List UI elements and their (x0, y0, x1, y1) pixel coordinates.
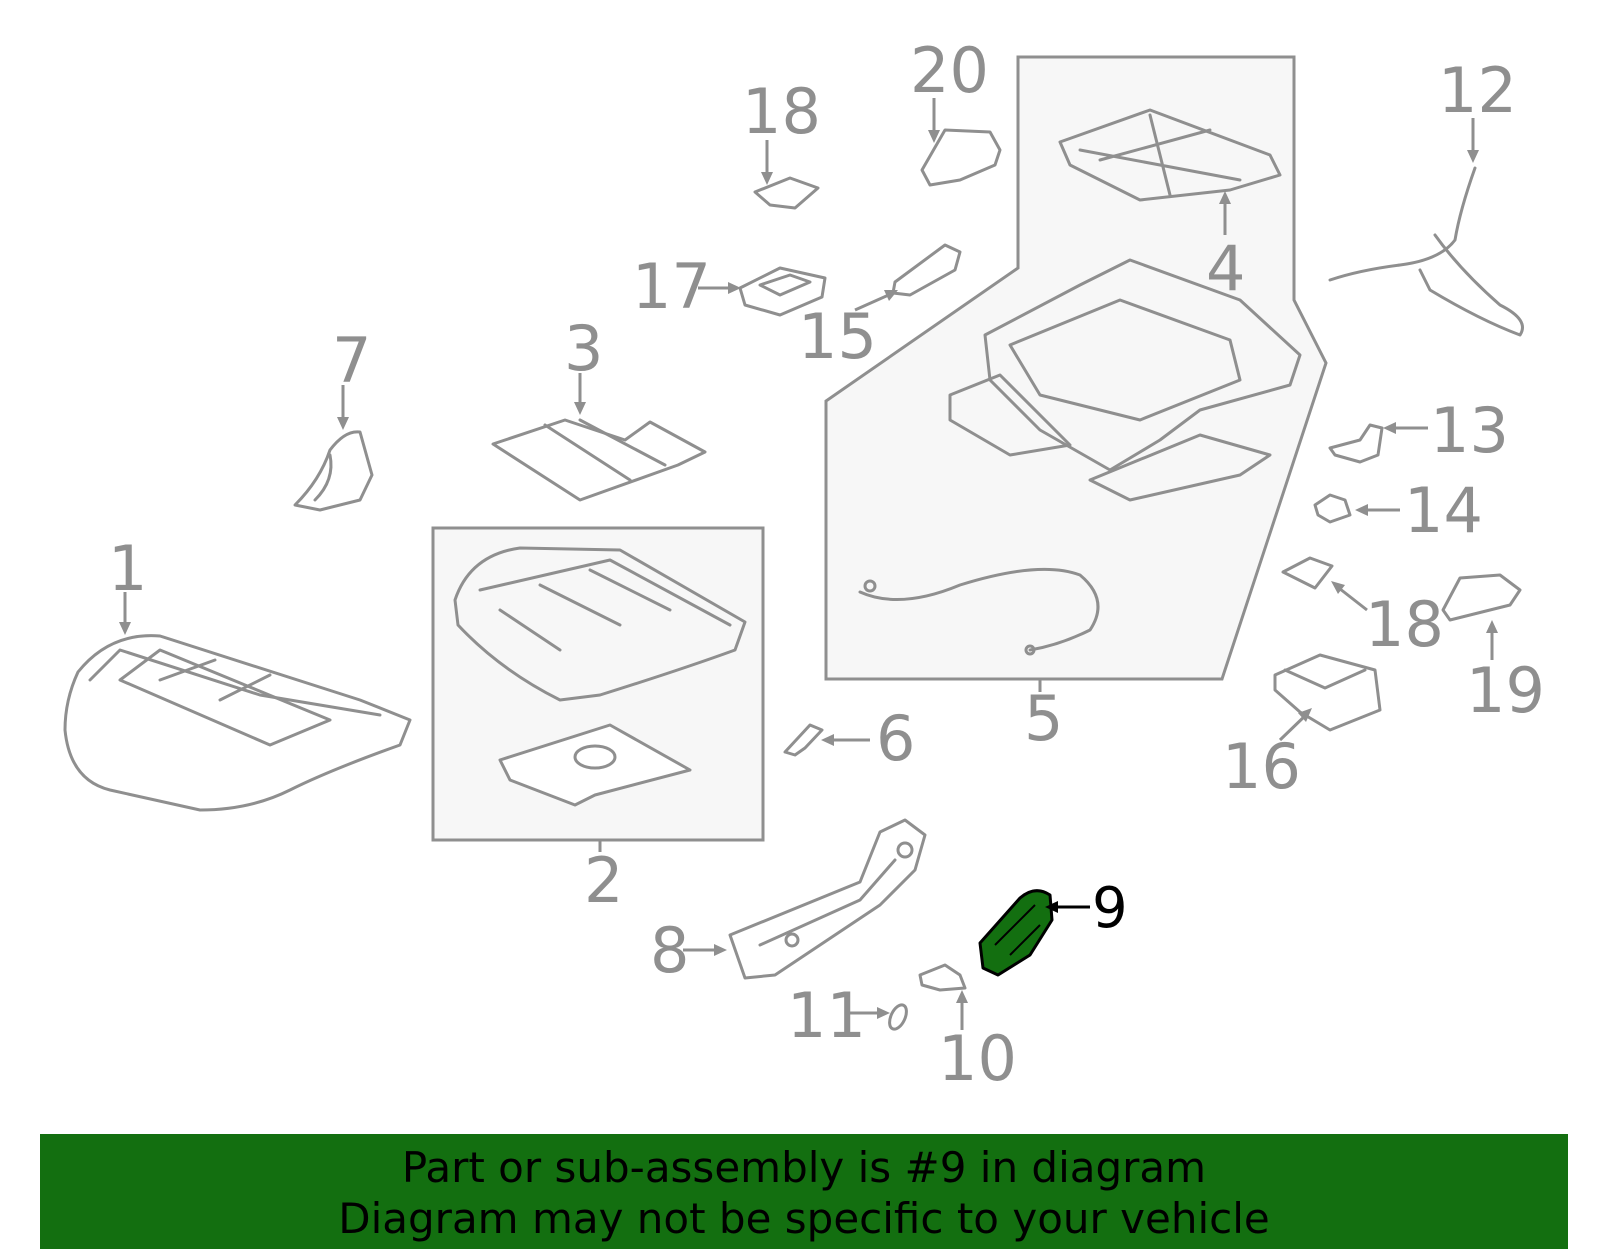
group-box-4-5 (824, 55, 1328, 681)
callout-12: 12 (1438, 54, 1517, 127)
callout-19: 19 (1466, 654, 1545, 727)
callout-11: 11 (787, 979, 866, 1052)
parts-diagram: 1 2 3 4 5 6 7 8 9 10 11 12 13 14 15 16 1… (63, 34, 1545, 1095)
part-2-cushion-pad (453, 546, 747, 807)
callout-6: 6 (876, 702, 915, 775)
callout-10: 10 (938, 1022, 1017, 1095)
callout-2: 2 (584, 844, 623, 917)
part-1-seat-cushion (63, 634, 412, 812)
callout-18-top: 18 (742, 75, 821, 148)
part-16-cover (1273, 653, 1382, 732)
info-banner: Part or sub-assembly is #9 in diagram Di… (40, 1134, 1568, 1249)
part-9-handle (978, 889, 1054, 977)
callout-3: 3 (564, 312, 603, 385)
part-6-clip (783, 723, 824, 757)
part-17-switch (738, 266, 827, 317)
callout-18-right: 18 (1365, 588, 1444, 661)
callout-9: 9 (1092, 876, 1128, 941)
part-7-cover (293, 430, 374, 512)
part-20-trim (920, 128, 1002, 187)
callout-5: 5 (1024, 682, 1063, 755)
part-3-board (491, 418, 707, 502)
banner-line-1: Part or sub-assembly is #9 in diagram (401, 1143, 1207, 1192)
part-18-cap-top (753, 176, 820, 210)
part-18-cap-right (1281, 556, 1334, 590)
callout-16: 16 (1222, 730, 1301, 803)
part-5-seat-frame (858, 258, 1302, 656)
banner-line-2: Diagram may not be specific to your vehi… (338, 1194, 1270, 1243)
part-11-clip (888, 1003, 908, 1031)
part-19-bracket (1441, 573, 1522, 622)
part-10-bracket (918, 963, 967, 992)
callout-1: 1 (108, 532, 147, 605)
part-8-side-trim (728, 818, 927, 980)
part-4-track (1058, 108, 1282, 202)
callout-4: 4 (1206, 232, 1245, 305)
part-14-clip (1313, 493, 1352, 524)
callout-14: 14 (1404, 474, 1483, 547)
part-15-trim (891, 243, 962, 297)
callout-15: 15 (798, 300, 877, 373)
part-13-bracket (1328, 423, 1384, 464)
part-12-cable (1328, 166, 1524, 337)
leader-lines (119, 98, 1498, 1030)
callout-7: 7 (332, 324, 371, 397)
callout-13: 13 (1430, 394, 1509, 467)
callout-20: 20 (910, 34, 989, 107)
callout-8: 8 (650, 914, 689, 987)
callout-17: 17 (632, 250, 711, 323)
